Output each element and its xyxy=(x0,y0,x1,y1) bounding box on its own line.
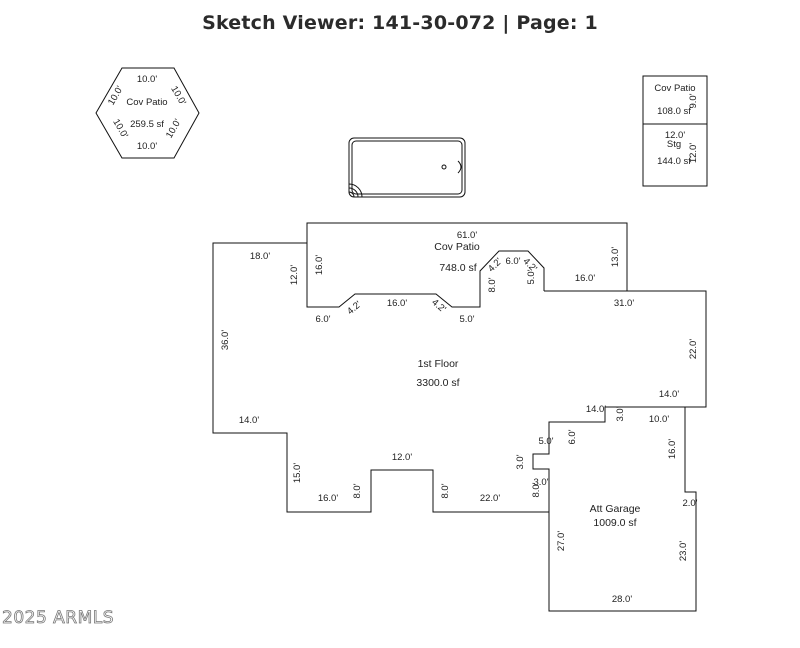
cov-patio-area: 748.0 sf xyxy=(439,262,476,274)
page-title: Sketch Viewer: 141-30-072 | Page: 1 xyxy=(202,12,598,34)
hex-patio-name: Cov Patio xyxy=(126,97,167,108)
hex-side-lower-left: 10.0' xyxy=(110,117,130,140)
ff-notch-left-dim: 15.0' xyxy=(292,463,303,483)
ff-step-h-dim: 3.0' xyxy=(533,477,548,488)
ff-step-f-dim: 3.0' xyxy=(515,454,526,469)
first-floor-name: 1st Floor xyxy=(418,358,459,370)
storage-side-dim: 12.0' xyxy=(688,143,699,163)
ff-step-d-dim: 6.0' xyxy=(567,429,578,444)
right-patio-side: 9.0' xyxy=(688,93,699,108)
hex-side-bottom: 10.0' xyxy=(137,141,157,152)
cov-patio-middle-dim: 16.0' xyxy=(387,298,407,309)
storage-name: Stg xyxy=(667,139,681,150)
storage-top-dim: 12.0' xyxy=(665,130,685,141)
hex-side-top: 10.0' xyxy=(137,74,157,85)
ff-step-a-dim: 14.0' xyxy=(586,404,606,415)
ff-bottom-b-dim: 12.0' xyxy=(392,452,412,463)
ff-bottom-c-dim: 22.0' xyxy=(480,493,500,504)
ff-left-dim: 36.0' xyxy=(220,330,231,350)
ff-step-e-dim: 5.0' xyxy=(538,436,553,447)
cov-patio-diag-a-dim: 4.2' xyxy=(345,299,364,317)
cov-patio-diag-b-dim: 4.2' xyxy=(429,297,448,315)
cov-patio-top-dim: 61.0' xyxy=(457,230,477,241)
copyright-watermark: 2025 ARMLS xyxy=(2,608,115,629)
ff-step-c-dim: 10.0' xyxy=(649,414,669,425)
ff-right-dim: 22.0' xyxy=(688,339,699,359)
right-cov-patio: Cov Patio 108.0 sf 9.0' xyxy=(642,75,708,125)
first-floor: 1st Floor 3300.0 sf 18.0' 12.0' 36.0' 14… xyxy=(212,242,707,513)
right-patio-area: 108.0 sf xyxy=(657,106,691,117)
garage-jog-dim: 2.0' xyxy=(682,498,697,509)
main-cov-patio: 61.0' Cov Patio 748.0 sf 16.0' 13.0' 6.0… xyxy=(306,222,628,325)
cov-patio-right-dim: 13.0' xyxy=(610,247,621,267)
cov-patio-name: Cov Patio xyxy=(434,241,480,253)
cov-patio-bottom-right-dim: 16.0' xyxy=(575,273,595,284)
garage-left-dim: 27.0' xyxy=(556,531,567,551)
right-patio-name: Cov Patio xyxy=(654,83,695,94)
garage-right-dim: 23.0' xyxy=(678,541,689,561)
cov-patio-bottom-left-dim: 6.0' xyxy=(315,314,330,325)
storage-area: 144.0 sf xyxy=(657,156,691,167)
ff-left-upper-dim: 12.0' xyxy=(289,265,300,285)
hex-side-upper-left: 10.0' xyxy=(106,84,126,107)
ff-left-bottom-dim: 14.0' xyxy=(239,415,259,426)
garage-area: 1009.0 sf xyxy=(593,517,636,529)
cov-patio-bump-top-dim: 6.0' xyxy=(505,256,520,267)
ff-top-left-dim: 18.0' xyxy=(250,251,270,262)
garage-name: Att Garage xyxy=(590,503,641,515)
storage: 12.0' Stg 144.0 sf 12.0' xyxy=(642,123,708,187)
first-floor-area: 3300.0 sf xyxy=(416,377,459,389)
garage-bottom-dim: 28.0' xyxy=(612,594,632,605)
garage-right-upper-dim: 16.0' xyxy=(667,439,678,459)
ff-notch-a-dim: 8.0' xyxy=(352,483,363,498)
cov-patio-bump-left-dim: 8.0' xyxy=(487,277,498,292)
ff-notch-b-dim: 8.0' xyxy=(440,483,451,498)
ff-step-g-dim: 8.0' xyxy=(531,482,542,497)
cov-patio-bump-diag-a-dim: 4.2' xyxy=(486,256,505,275)
hex-patio-area: 259.5 sf xyxy=(130,119,164,130)
cov-patio-bottom-mid-dim: 5.0' xyxy=(459,314,474,325)
hex-cov-patio: Cov Patio 259.5 sf 10.0' 10.0' 10.0' 10.… xyxy=(95,67,200,159)
ff-right-top-dim: 31.0' xyxy=(614,298,634,309)
ff-step-b-dim: 3.0' xyxy=(615,406,626,421)
ff-right-bottom-dim: 14.0' xyxy=(659,389,679,400)
cov-patio-left-dim: 16.0' xyxy=(314,255,325,275)
pool xyxy=(348,137,466,198)
hex-side-lower-right: 10.0' xyxy=(164,117,184,140)
cov-patio-bump-right-dim: 5.0' xyxy=(526,269,537,284)
att-garage: Att Garage 1009.0 sf 16.0' 2.0' 23.0' 27… xyxy=(548,407,698,612)
ff-bottom-a-dim: 16.0' xyxy=(318,493,338,504)
